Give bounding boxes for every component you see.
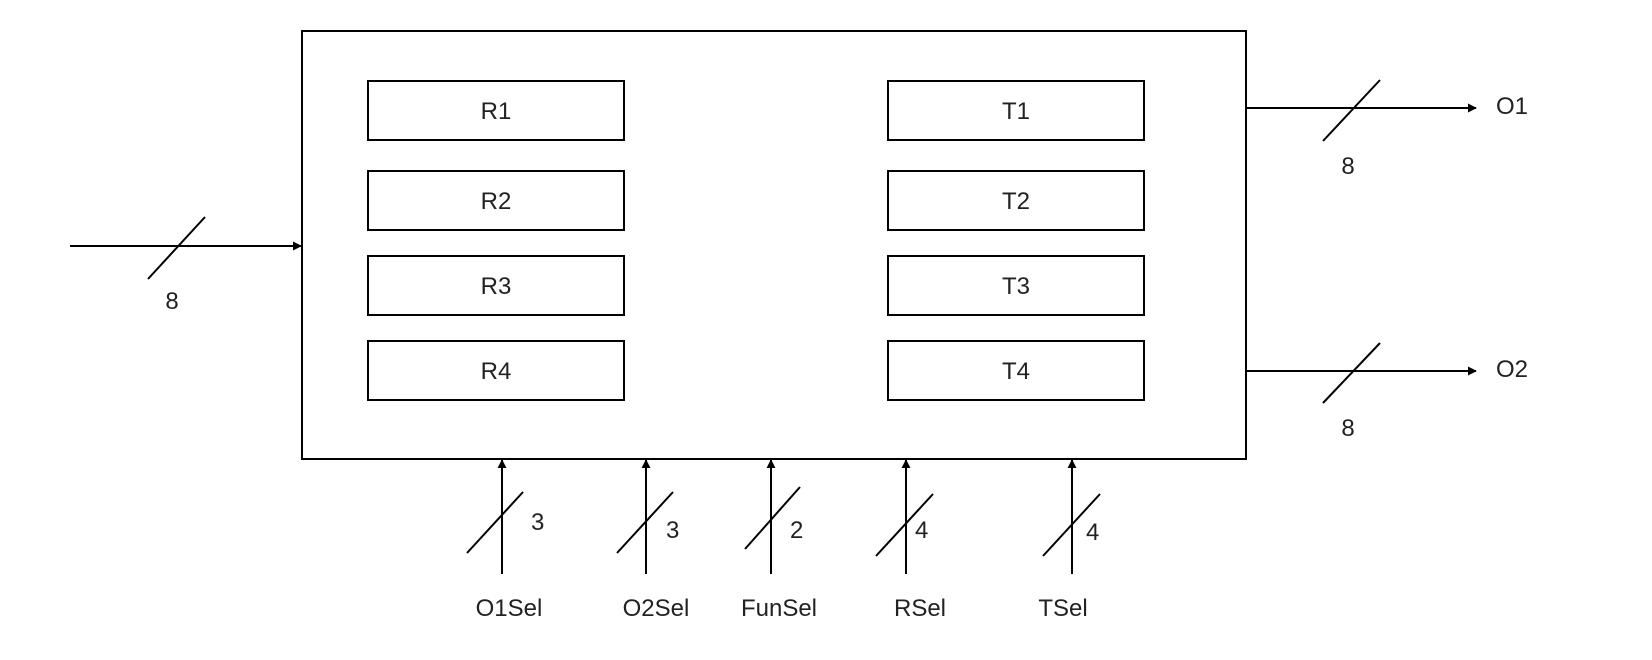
select-rsel-slash (875, 493, 934, 557)
register-r1-label: R1 (481, 98, 512, 125)
select-o2sel-slash (616, 491, 674, 554)
output-o1-slash (1322, 79, 1381, 142)
register-r3-label: R3 (481, 273, 512, 300)
select-o2sel-label: O2Sel (623, 595, 690, 622)
select-o1sel-label: O1Sel (476, 595, 543, 622)
select-o1sel: 3 O1Sel (466, 459, 544, 622)
select-o2sel-width: 3 (666, 517, 679, 544)
register-r4: R4 (367, 340, 625, 401)
output-o2-slash (1322, 342, 1381, 404)
register-r3: R3 (367, 255, 625, 316)
select-tsel-width: 4 (1086, 519, 1099, 546)
register-t1-label: T1 (1002, 98, 1030, 125)
register-t4: T4 (887, 340, 1145, 401)
register-t1: T1 (887, 80, 1145, 141)
select-o1sel-width: 3 (531, 509, 544, 536)
output-o2: 8 O2 (1247, 342, 1528, 442)
select-rsel: 4 RSel (875, 459, 946, 622)
select-rsel-width: 4 (915, 517, 928, 544)
output-o1-label: O1 (1496, 93, 1528, 120)
select-tsel: 4 TSel (1038, 459, 1101, 622)
input-bus-width: 8 (165, 288, 178, 315)
register-r2: R2 (367, 170, 625, 231)
select-o1sel-slash (466, 491, 524, 554)
select-funsel-slash (744, 486, 801, 550)
register-t2-label: T2 (1002, 188, 1030, 215)
select-tsel-slash (1042, 493, 1101, 557)
select-funsel-width: 2 (790, 517, 803, 544)
output-o2-width: 8 (1341, 415, 1354, 442)
select-funsel-label: FunSel (741, 595, 817, 622)
output-o2-label: O2 (1496, 356, 1528, 383)
register-t4-label: T4 (1002, 358, 1030, 385)
select-funsel: 2 FunSel (741, 459, 817, 622)
select-o2sel: 3 O2Sel (616, 459, 690, 622)
register-t3-label: T3 (1002, 273, 1030, 300)
select-tsel-label: TSel (1038, 595, 1087, 622)
register-r1: R1 (367, 80, 625, 141)
input-bus: 8 (70, 216, 302, 315)
select-rsel-label: RSel (894, 595, 946, 622)
register-r2-label: R2 (481, 188, 512, 215)
register-r4-label: R4 (481, 358, 512, 385)
register-t3: T3 (887, 255, 1145, 316)
register-t2: T2 (887, 170, 1145, 231)
input-bus-slash (147, 216, 206, 280)
output-o1-width: 8 (1341, 153, 1354, 180)
output-o1: 8 O1 (1247, 79, 1528, 180)
